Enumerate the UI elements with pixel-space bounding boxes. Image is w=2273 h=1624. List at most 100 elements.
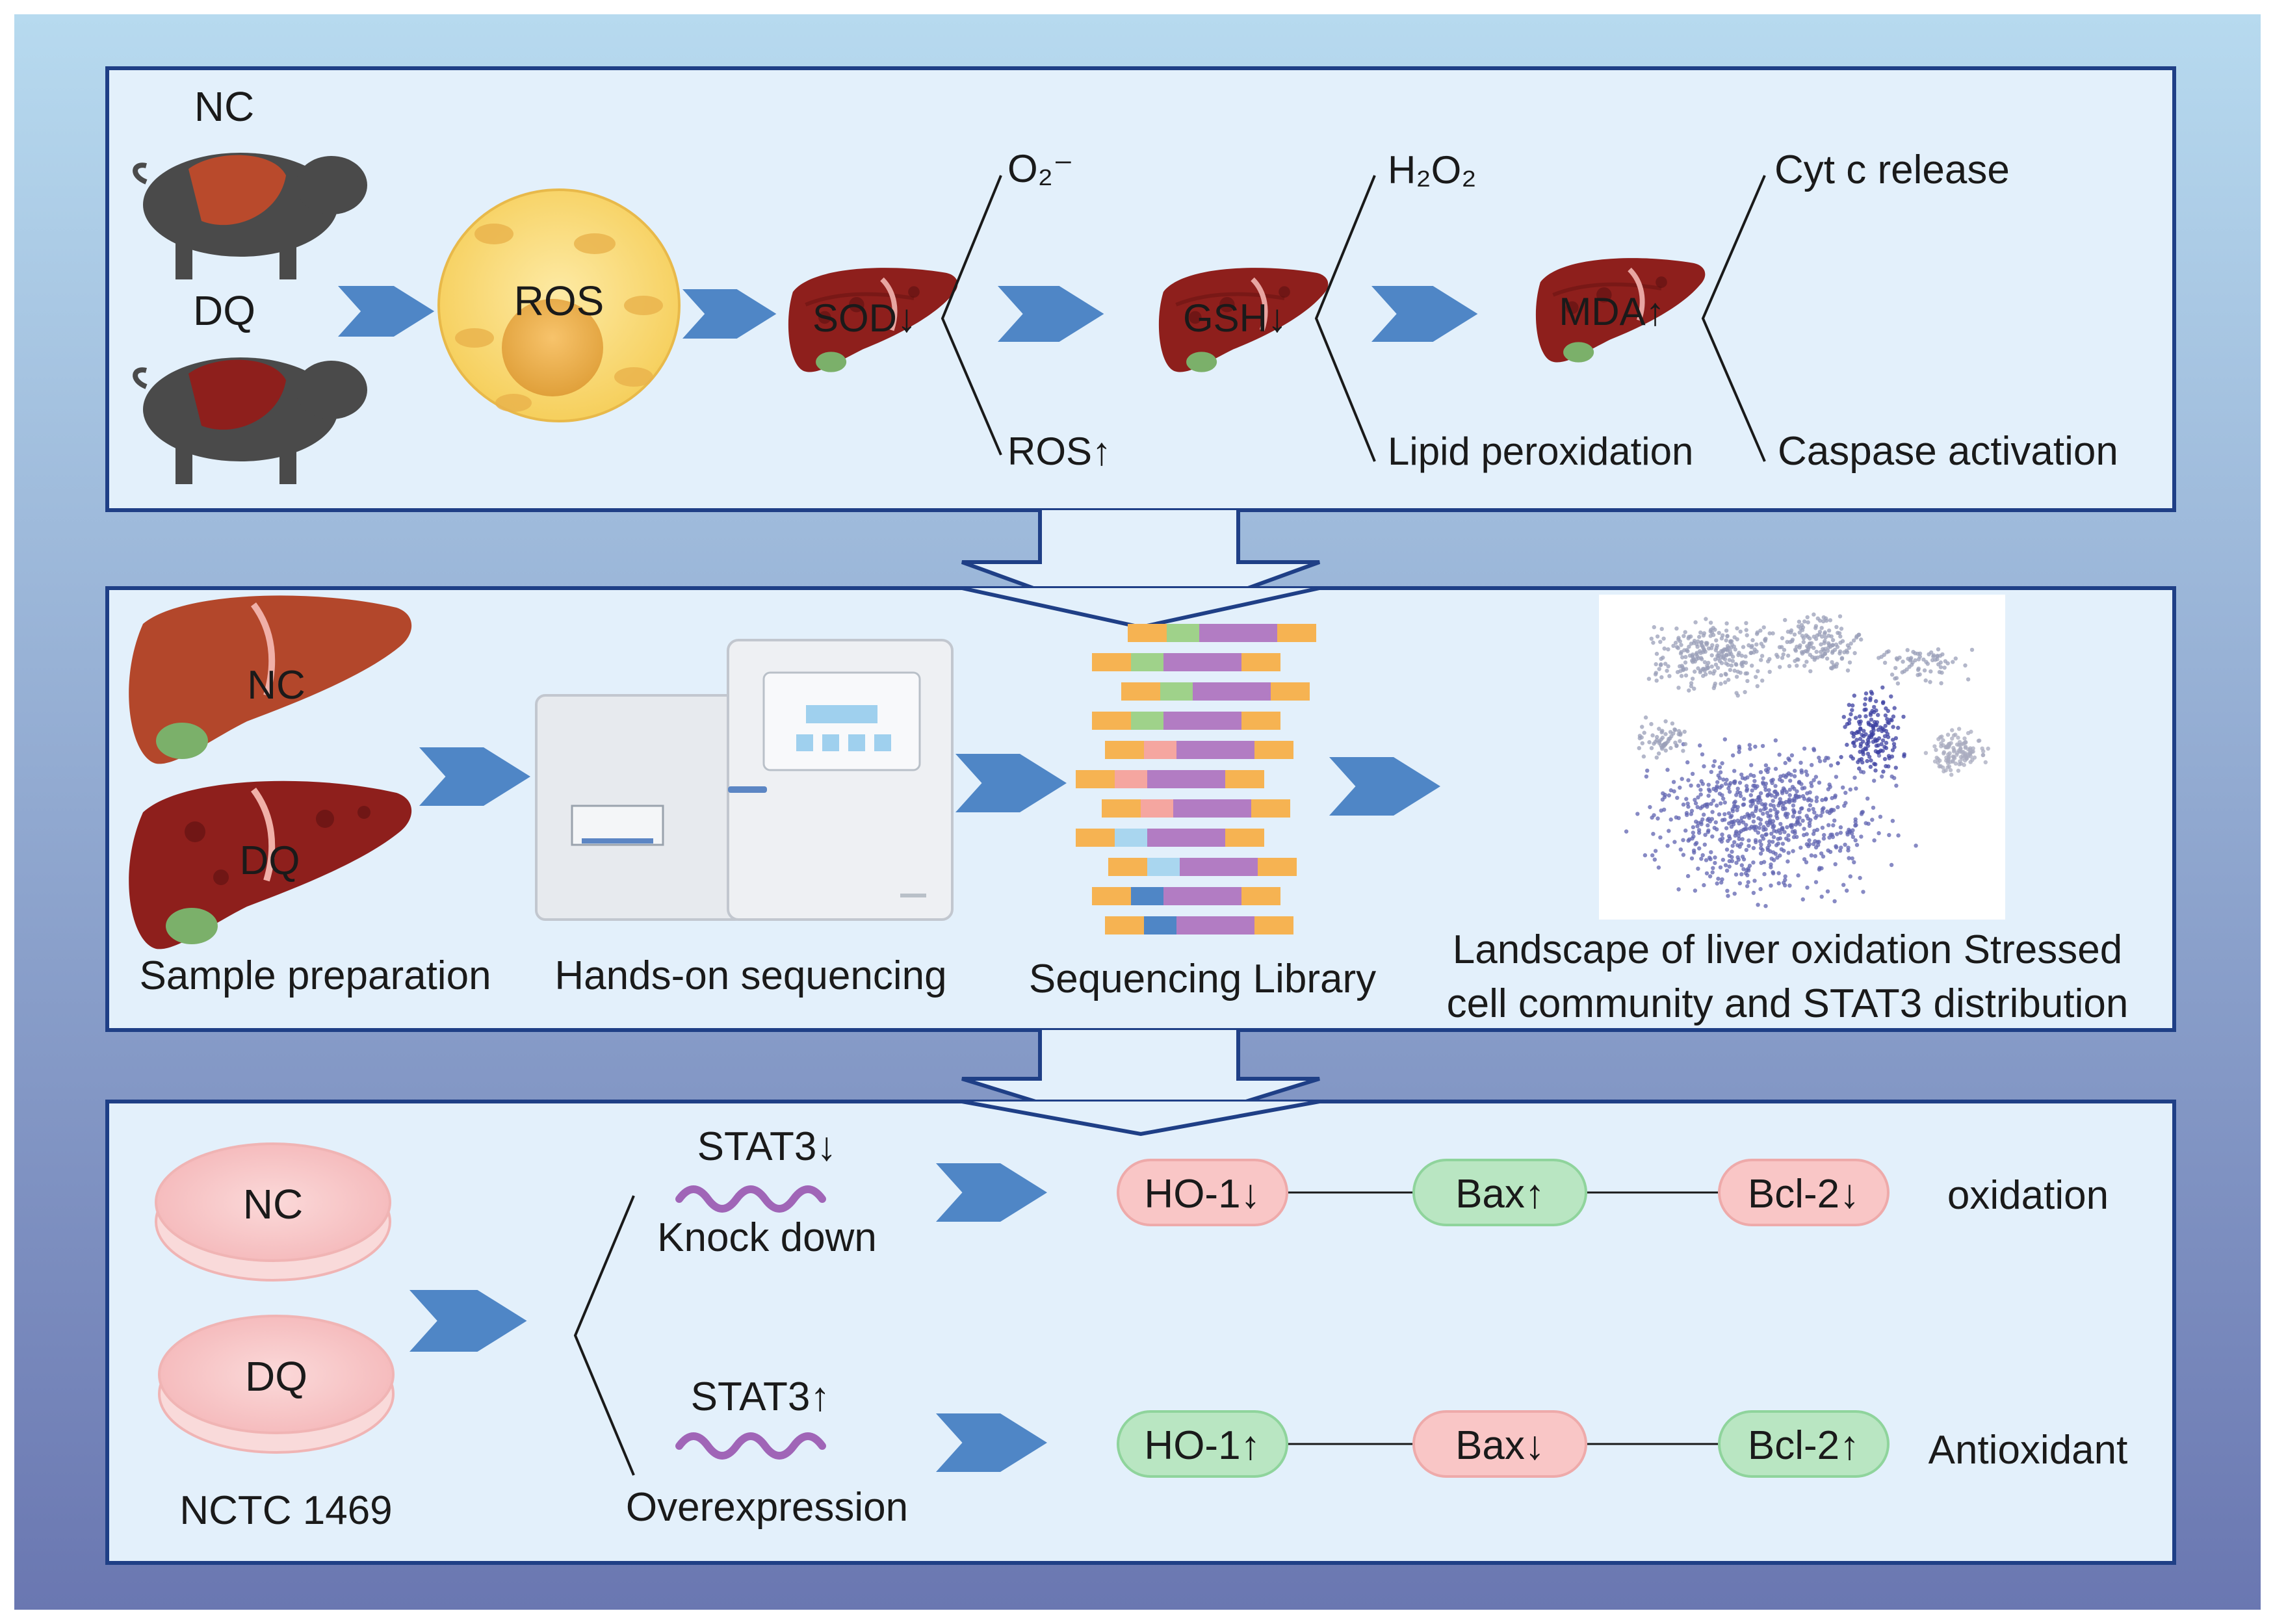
- tsne-point: [1678, 785, 1682, 790]
- tsne-point: [1848, 787, 1852, 792]
- tsne-point: [1672, 727, 1677, 732]
- tsne-point: [1875, 720, 1880, 725]
- tsne-point: [1890, 672, 1895, 677]
- tsne-point: [1840, 639, 1845, 643]
- tsne-point: [1761, 625, 1766, 630]
- tsne-point: [1733, 647, 1737, 652]
- tsne-point: [1761, 776, 1765, 780]
- tsne-point: [1780, 636, 1785, 641]
- tsne-point: [1823, 632, 1827, 636]
- tsne-point: [1928, 680, 1932, 684]
- tsne-point: [1737, 744, 1741, 749]
- tsne-point: [1763, 638, 1767, 643]
- tsne-point: [1809, 641, 1814, 645]
- tsne-point: [1683, 660, 1688, 665]
- tsne-point: [1763, 763, 1769, 767]
- tsne-point: [1878, 748, 1883, 753]
- tsne-point: [1790, 638, 1795, 642]
- handson-seq-label: Hands-on sequencing: [554, 953, 946, 998]
- tsne-point: [1676, 686, 1681, 690]
- tsne-point: [1778, 821, 1783, 827]
- tsne-point: [1734, 872, 1739, 877]
- tsne-point: [1693, 669, 1697, 674]
- tsne-point: [1655, 734, 1659, 740]
- tsne-point: [1739, 816, 1744, 820]
- tsne-point: [1934, 755, 1939, 760]
- tsne-point: [1767, 788, 1771, 793]
- tsne-point: [1871, 726, 1876, 730]
- tsne-point: [1802, 857, 1807, 862]
- knock-down-label: Knock down: [657, 1215, 877, 1260]
- tsne-point: [1847, 660, 1852, 665]
- tsne-point: [1724, 638, 1728, 643]
- tsne-point: [1727, 652, 1732, 656]
- tsne-point: [1820, 810, 1825, 814]
- tsne-point: [1679, 674, 1684, 678]
- tsne-point: [1845, 668, 1851, 673]
- tsne-point: [1938, 660, 1943, 665]
- ros-up-label: ROS↑: [1007, 430, 1111, 473]
- tsne-point: [1735, 808, 1739, 812]
- tsne-point: [1776, 881, 1781, 886]
- tsne-point: [1721, 777, 1726, 782]
- tsne-point: [1960, 756, 1965, 761]
- tsne-point: [1730, 849, 1734, 854]
- tsne-point: [1642, 730, 1646, 735]
- tsne-point: [1691, 825, 1696, 830]
- tsne-point: [1726, 677, 1731, 682]
- tsne-point: [1709, 850, 1713, 855]
- tsne-point: [1724, 628, 1729, 633]
- tsne-point: [1937, 670, 1942, 675]
- tsne-point: [1665, 669, 1669, 673]
- tsne-point: [1702, 660, 1708, 665]
- tsne-point: [1948, 767, 1953, 773]
- tsne-point: [1747, 743, 1752, 747]
- tsne-point: [1769, 831, 1774, 836]
- tsne-point: [1857, 714, 1862, 719]
- tsne-point: [1668, 730, 1673, 734]
- tsne-point: [1751, 845, 1756, 851]
- tsne-point: [1825, 656, 1830, 661]
- tsne-point: [1860, 749, 1865, 754]
- tsne-point: [1706, 830, 1710, 834]
- tsne-point: [1847, 645, 1852, 650]
- tsne-point: [1758, 798, 1763, 803]
- tsne-point: [1671, 780, 1676, 784]
- tsne-point: [1822, 641, 1826, 645]
- tsne-point: [1799, 806, 1804, 811]
- tsne-point: [1814, 795, 1819, 800]
- tsne-point: [1771, 799, 1775, 803]
- tsne-point: [1847, 856, 1851, 860]
- dish-nc-icon: [155, 1142, 391, 1282]
- tsne-point: [1689, 808, 1695, 814]
- outcome-row1-label: oxidation: [1947, 1173, 2109, 1218]
- tsne-point: [1769, 883, 1773, 888]
- tsne-point: [1648, 805, 1652, 810]
- tsne-point: [1666, 647, 1670, 652]
- tsne-point: [1641, 754, 1646, 759]
- tsne-point: [1874, 743, 1879, 748]
- tsne-point: [1895, 681, 1901, 686]
- tsne-point: [1695, 824, 1700, 829]
- pill-bax-row2: [1412, 1410, 1587, 1478]
- tsne-point: [1693, 797, 1697, 803]
- tsne-point: [1759, 842, 1763, 847]
- tsne-point: [1902, 754, 1906, 758]
- tsne-point: [1659, 808, 1663, 813]
- tsne-point: [1682, 634, 1686, 638]
- tsne-point: [1872, 779, 1877, 783]
- tsne-point: [1760, 802, 1765, 806]
- tsne-point: [1951, 759, 1955, 764]
- tsne-point: [1713, 855, 1717, 860]
- tsne-point: [1723, 863, 1728, 868]
- tsne-point: [1784, 836, 1789, 841]
- tsne-point: [1715, 803, 1719, 808]
- tsne-point: [1841, 715, 1846, 719]
- tsne-point: [1776, 871, 1781, 875]
- tsne-point: [1885, 732, 1890, 736]
- tsne-point: [1698, 743, 1702, 748]
- tsne-point: [1864, 821, 1868, 825]
- tsne-point: [1676, 816, 1681, 821]
- bax-row1-label: Bax↑: [1455, 1172, 1545, 1217]
- tsne-point: [1783, 874, 1787, 879]
